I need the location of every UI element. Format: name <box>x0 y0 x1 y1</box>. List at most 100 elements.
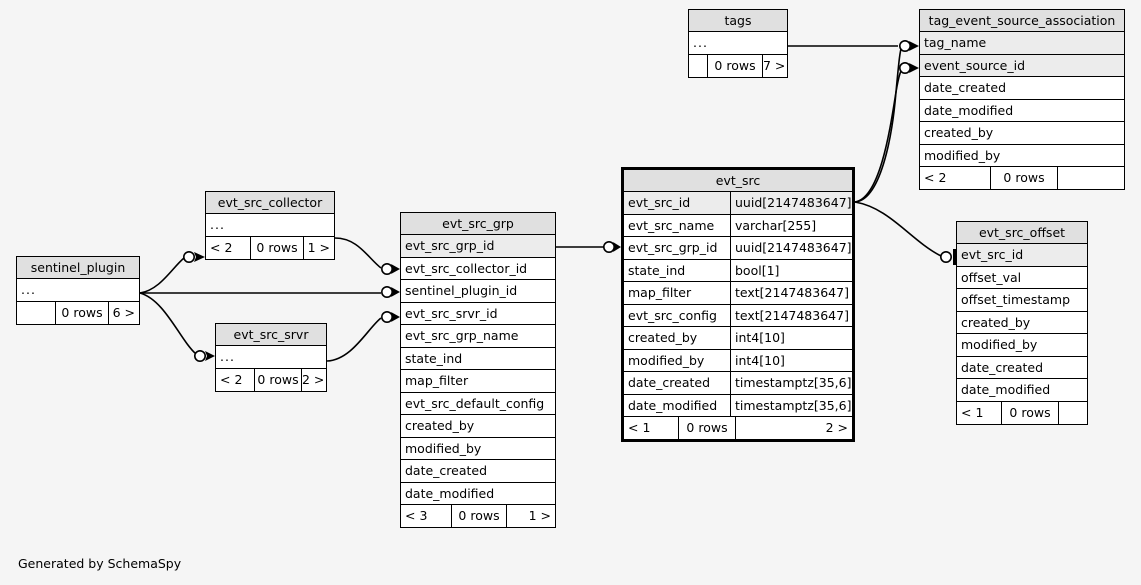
column-name: modified_by <box>961 337 1038 352</box>
table-row[interactable]: date_modified <box>957 379 1087 402</box>
table-evt-src[interactable]: evt_src evt_src_id uuid[2147483647] evt_… <box>621 167 855 442</box>
table-title: evt_src_srvr <box>216 324 326 346</box>
table-footer: < 1 0 rows 2 > <box>624 417 852 439</box>
column-type: int4[10] <box>730 327 852 349</box>
footer-rowcount: 0 rows <box>1001 401 1059 424</box>
column-name: ... <box>693 35 708 50</box>
column-name: date_modified <box>961 382 1051 397</box>
table-row[interactable]: evt_src_collector_id <box>401 257 555 280</box>
table-title: evt_src <box>624 170 852 192</box>
column-name: date_modified <box>924 102 1014 118</box>
table-row[interactable]: date_created <box>401 460 555 483</box>
table-row[interactable]: evt_src_config text[2147483647] <box>624 304 852 327</box>
edge-sentinel-plugin-to-collector <box>139 257 185 294</box>
footer-children: 1 > <box>307 239 330 255</box>
table-row[interactable]: modified_by int4[10] <box>624 349 852 372</box>
table-row[interactable]: date_modified timestamptz[35,6] <box>624 394 852 417</box>
footer-children: 2 > <box>302 371 325 387</box>
table-row[interactable]: evt_src_grp_id uuid[2147483647] <box>624 237 852 260</box>
column-type: timestamptz[35,6] <box>730 394 852 416</box>
footer-parents: < 1 <box>628 420 651 435</box>
table-footer: 0 rows 6 > <box>17 301 139 324</box>
table-row[interactable]: modified_by <box>920 144 1124 167</box>
footer-children: 6 > <box>112 304 135 320</box>
column-name: offset_val <box>961 269 1022 285</box>
schemaspy-credit: Generated by SchemaSpy <box>18 556 182 571</box>
footer-rowcount: 0 rows <box>55 301 109 324</box>
column-name: ... <box>210 217 225 232</box>
table-row[interactable]: state_ind bool[1] <box>624 259 852 282</box>
table-footer: < 2 0 rows 1 > <box>206 236 334 259</box>
table-evt-src-collector[interactable]: evt_src_collector ... < 2 0 rows 1 > <box>205 191 335 260</box>
table-row[interactable]: date_created <box>920 77 1124 100</box>
table-row[interactable]: tag_name <box>920 32 1124 55</box>
table-sentinel-plugin[interactable]: sentinel_plugin ... 0 rows 6 > <box>16 256 140 325</box>
column-type: varchar[255] <box>730 214 852 236</box>
footer-children: 7 > <box>763 57 786 73</box>
footer-children: 2 > <box>825 420 848 435</box>
footer-children <box>1059 402 1087 424</box>
table-row[interactable]: evt_src_grp_id <box>401 235 555 258</box>
table-row[interactable]: modified_by <box>957 334 1087 357</box>
table-evt-src-offset[interactable]: evt_src_offset evt_src_id offset_val off… <box>956 221 1088 425</box>
column-type: int4[10] <box>730 349 852 371</box>
column-name: tag_name <box>924 35 987 50</box>
table-row[interactable]: map_filter text[2147483647] <box>624 282 852 305</box>
column-name: evt_src_name <box>628 217 715 233</box>
footer-parents: < 1 <box>961 404 984 420</box>
column-name: evt_src_grp_name <box>405 328 519 343</box>
edge-sentinel-plugin-to-srvr <box>139 292 197 355</box>
table-row[interactable]: map_filter <box>401 370 555 393</box>
table-row[interactable]: sentinel_plugin_id <box>401 280 555 303</box>
table-footer: 0 rows 7 > <box>689 54 787 77</box>
footer-rowcount: 0 rows <box>707 54 763 77</box>
table-row[interactable]: date_modified <box>920 99 1124 122</box>
footer-parents: < 2 <box>220 371 243 387</box>
table-row[interactable]: evt_src_default_config <box>401 392 555 415</box>
table-row[interactable]: state_ind <box>401 347 555 370</box>
table-row[interactable]: ... <box>216 346 326 369</box>
table-row[interactable]: date_created timestamptz[35,6] <box>624 372 852 395</box>
table-row[interactable]: evt_src_id uuid[2147483647] <box>624 192 852 215</box>
table-evt-src-srvr[interactable]: evt_src_srvr ... < 2 0 rows 2 > <box>215 323 327 392</box>
footer-rowcount: 0 rows <box>678 417 736 439</box>
table-tags[interactable]: tags ... 0 rows 7 > <box>688 9 788 78</box>
table-row[interactable]: ... <box>17 279 139 302</box>
column-name: created_by <box>961 314 1031 330</box>
column-name: modified_by <box>628 352 705 368</box>
table-title: tag_event_source_association <box>920 10 1124 32</box>
table-title: evt_src_offset <box>957 222 1087 244</box>
column-name: evt_src_srvr_id <box>405 305 498 321</box>
column-name: evt_src_config <box>628 307 717 323</box>
table-row[interactable]: created_by <box>957 311 1087 334</box>
table-row[interactable]: modified_by <box>401 437 555 460</box>
column-name: date_modified <box>405 485 495 501</box>
footer-rowcount: 0 rows <box>990 167 1058 189</box>
table-row[interactable]: date_modified <box>401 482 555 505</box>
table-row[interactable]: evt_src_srvr_id <box>401 302 555 325</box>
table-row[interactable]: ... <box>206 214 334 237</box>
table-row[interactable]: event_source_id <box>920 54 1124 77</box>
table-row[interactable]: created_by <box>920 122 1124 145</box>
table-row[interactable]: offset_val <box>957 266 1087 289</box>
footer-rowcount: 0 rows <box>451 505 507 527</box>
table-row[interactable]: created_by int4[10] <box>624 327 852 350</box>
table-row[interactable]: date_created <box>957 356 1087 379</box>
table-footer: < 3 0 rows 1 > <box>401 505 555 527</box>
footer-children <box>1058 167 1124 189</box>
table-row[interactable]: ... <box>689 32 787 55</box>
table-title: evt_src_grp <box>401 213 555 235</box>
table-row[interactable]: evt_src_name varchar[255] <box>624 214 852 237</box>
table-evt-src-grp[interactable]: evt_src_grp evt_src_grp_id evt_src_colle… <box>400 212 556 528</box>
table-tag-event-source-association[interactable]: tag_event_source_association tag_name ev… <box>919 9 1125 190</box>
column-name: sentinel_plugin_id <box>405 283 518 298</box>
table-row[interactable]: created_by <box>401 415 555 438</box>
column-name: map_filter <box>628 285 692 300</box>
table-row[interactable]: offset_timestamp <box>957 289 1087 312</box>
table-title: tags <box>689 10 787 32</box>
table-row[interactable]: evt_src_grp_name <box>401 325 555 348</box>
table-footer: < 2 0 rows <box>920 167 1124 189</box>
table-row[interactable]: evt_src_id <box>957 244 1087 267</box>
column-name: created_by <box>924 125 994 140</box>
